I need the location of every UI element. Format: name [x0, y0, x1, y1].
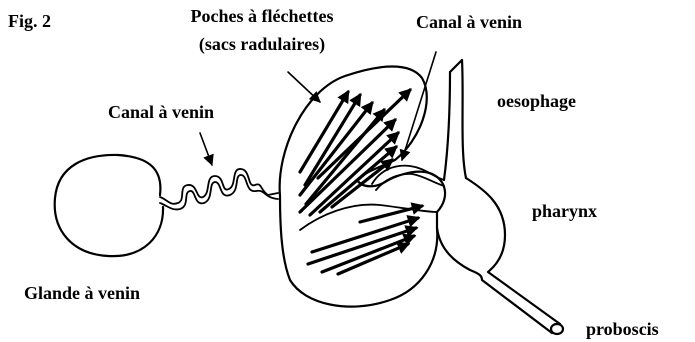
oesophagus-shape: [444, 72, 450, 180]
oesophagus-shape-right: [462, 60, 466, 178]
label-venom-duct-top: Canal à venin: [416, 11, 522, 33]
label-proboscis: proboscis: [586, 318, 659, 340]
darts-lower-pouch: [308, 206, 422, 274]
pointer-dart-pouches: [288, 72, 320, 102]
oesophagus-top: [450, 60, 462, 72]
pointer-venom-duct-left: [200, 133, 212, 165]
label-dart-pouches-line1: Poches à fléchettes: [162, 5, 362, 27]
venom-gland-shape: [55, 155, 163, 256]
venom-duct-coils-inner: [160, 175, 278, 209]
dart: [338, 244, 408, 274]
proboscis-tip: [551, 324, 563, 334]
label-venom-duct-left: Canal à venin: [108, 101, 214, 123]
label-dart-pouches-line2: (sacs radulaires): [162, 33, 362, 55]
pharynx-shape-lower: [437, 228, 552, 333]
label-venom-gland: Glande à venin: [24, 282, 140, 304]
label-oesophagus: oesophage: [497, 90, 576, 112]
figure-title: Fig. 2: [8, 10, 51, 32]
label-pharynx: pharynx: [532, 200, 597, 222]
dart: [300, 103, 372, 195]
darts-upper-pouch: [300, 90, 410, 215]
